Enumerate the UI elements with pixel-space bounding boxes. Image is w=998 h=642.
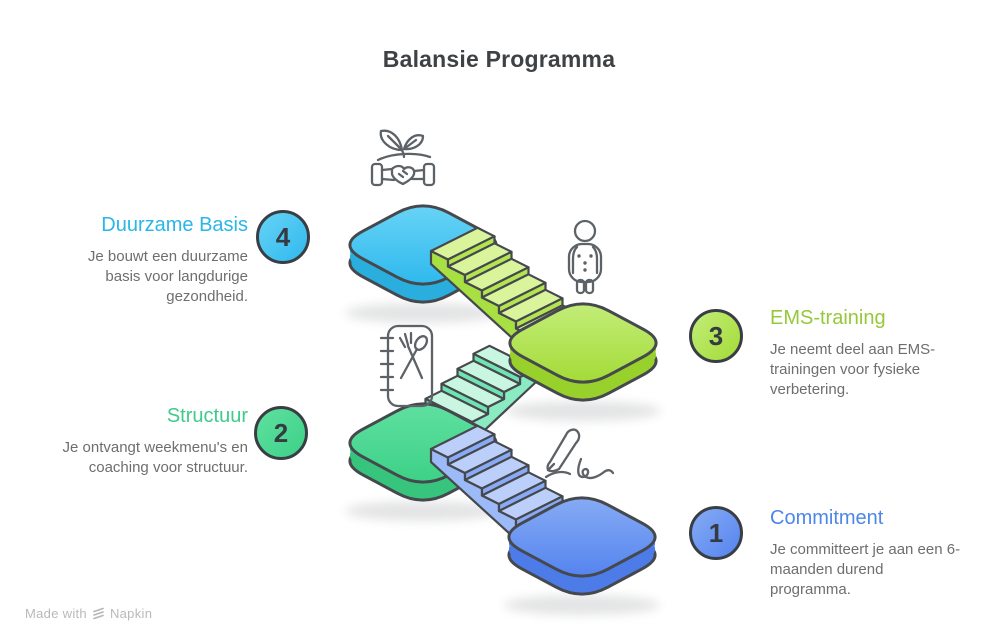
page-title: Balansie Programma <box>382 46 616 72</box>
step-number-2: 2 <box>273 417 289 448</box>
step-badge-2: 2 <box>254 406 308 460</box>
step-heading-4: Duurzame Basis <box>101 214 248 236</box>
watermark-brand: Napkin <box>109 606 153 621</box>
step-badge-3: 3 <box>689 309 743 363</box>
step-number-1: 1 <box>708 517 724 548</box>
step-number-4: 4 <box>275 221 291 252</box>
step-description-1: Je committeert je aan een 6-maanden dure… <box>770 541 961 598</box>
step-item-1: Commitment Je committeert je aan een 6-m… <box>770 505 966 600</box>
step-heading-3: EMS-training <box>770 307 886 329</box>
step-heading-2: Structuur <box>166 405 248 427</box>
meal-plan-notebook-icon <box>379 324 434 408</box>
step-item-4: Duurzame Basis Je bouwt een duurzame bas… <box>55 212 248 307</box>
step-item-2: Structuur Je ontvangt weekmenu's en coac… <box>55 403 248 478</box>
step-badge-1: 1 <box>689 506 743 560</box>
icons-layer <box>370 129 615 480</box>
step-heading-1: Commitment <box>770 507 884 529</box>
napkin-logo-icon <box>93 607 104 619</box>
step-description-4: Je bouwt een duurzame basis voor langdur… <box>87 248 248 305</box>
step-number-3: 3 <box>708 320 724 351</box>
step-badge-4: 4 <box>256 210 310 264</box>
step-item-3: EMS-training Je neemt deel aan EMS-train… <box>770 305 966 400</box>
signature-pen-icon <box>544 428 615 480</box>
step-description-3: Je neemt deel aan EMS-trainingen voor fy… <box>770 341 936 398</box>
watermark-prefix: Made with <box>25 606 87 621</box>
napkin-watermark: Made with Napkin <box>25 606 152 621</box>
ems-person-icon <box>567 219 603 295</box>
step-description-2: Je ontvangt weekmenu's en coaching voor … <box>62 439 248 476</box>
staircase-structure <box>345 204 661 615</box>
sustainable-growth-icon <box>370 129 436 187</box>
